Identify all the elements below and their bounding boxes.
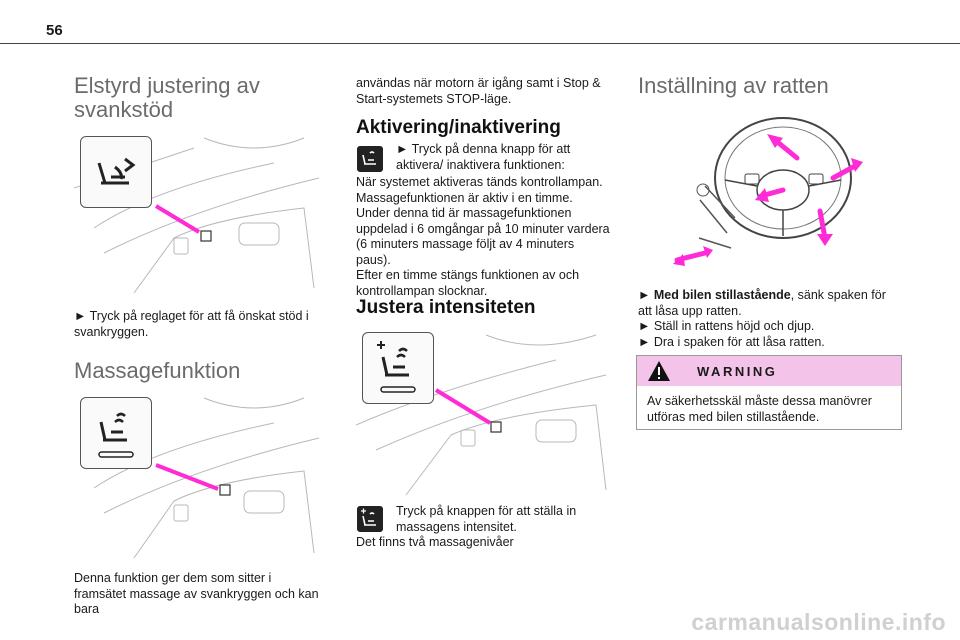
steering-steps: ► Med bilen stillastående, sänk spaken f… (638, 288, 900, 350)
bullet: ► (638, 288, 651, 302)
lumbar-instruction: ► Tryck på reglaget för att få önskat st… (74, 309, 309, 339)
activation-line: Under denna tid är massagefunktionen upp… (356, 206, 610, 267)
footer-watermark: carmanualsonline.info (691, 609, 946, 635)
activation-line: När systemet aktiveras tänds kontrollamp… (356, 175, 603, 189)
heading-massage: Massagefunktion (74, 358, 241, 383)
steering-wheel-figure (673, 117, 863, 266)
massage-intensity-icon (362, 332, 434, 404)
activation-line: Massagefunktionen är aktiv i en timme. (356, 190, 573, 205)
step2-text: Ställ in rattens höjd och djup. (653, 319, 815, 333)
bullet: ► (638, 319, 651, 333)
activation-line: Efter en timme stängs funktionen av och … (356, 268, 580, 298)
warning-triangle-icon (648, 361, 670, 381)
massage-intensity-button-icon (357, 506, 383, 532)
seat-intensity-figure (355, 334, 607, 496)
bullet: ► (638, 334, 651, 349)
intensity-levels: Det finns två massagenivåer (356, 535, 514, 549)
massage-icon (80, 397, 152, 469)
activation-step: ► Tryck på denna knapp för att aktivera/… (396, 142, 571, 172)
seat-lumbar-figure (73, 137, 320, 294)
seat-intensity-illustration (355, 330, 612, 498)
steering-wheel-illustration (665, 108, 875, 268)
lumbar-icon (80, 136, 152, 208)
massage-intro: Denna funktion ger dem som sitter i fram… (74, 571, 319, 616)
massage-intro-continued: användas när motorn är igång samt i Stop… (356, 76, 601, 106)
seat-massage-illustration (74, 393, 324, 565)
massage-button-icon (357, 146, 383, 172)
activation-details: När systemet aktiveras tänds kontrollamp… (356, 175, 612, 299)
warning-title: WARNING (697, 364, 778, 379)
heading-lumbar: Elstyrd justering av svankstöd (74, 73, 260, 122)
steering-step-3: ► Dra i spaken för att låsa ratten. (638, 335, 900, 351)
warning-header: WARNING (637, 356, 901, 386)
header-rule (0, 43, 960, 44)
heading-activation: Aktivering/inaktivering (356, 117, 561, 138)
steering-step-1: ► Med bilen stillastående, sänk spaken f… (638, 288, 900, 319)
warning-text: Av säkerhetsskäl måste dessa manövrer ut… (647, 394, 872, 424)
steering-step-2: ► Ställ in rattens höjd och djup. (638, 319, 900, 335)
intensity-step: Tryck på knappen för att ställa in massa… (396, 504, 577, 534)
step3-text: Dra i spaken för att låsa ratten. (653, 334, 825, 349)
warning-box: WARNING Av säkerhetsskäl måste dessa man… (636, 355, 902, 430)
step1-bold: Med bilen stillastående (653, 288, 791, 302)
heading-steering: Inställning av ratten (638, 73, 829, 98)
seat-massage-figure (93, 397, 320, 559)
seat-control-illustration (73, 128, 324, 300)
heading-intensity: Justera intensiteten (356, 297, 536, 318)
step1-rest: , sänk spaken för att låsa upp ratten. (638, 288, 886, 318)
page-number: 56 (46, 22, 63, 39)
